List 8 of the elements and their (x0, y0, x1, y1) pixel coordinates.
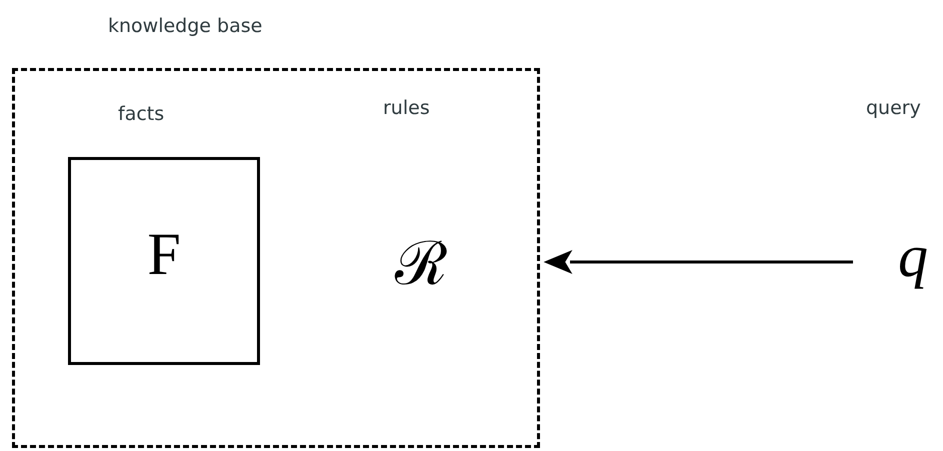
heading-label: rules (383, 97, 430, 119)
math-symbol: q (898, 222, 928, 291)
math-symbol: ℛ (395, 228, 447, 301)
heading-label: knowledge base (108, 15, 262, 37)
math-symbol: F (146, 220, 182, 289)
heading-label: query (866, 97, 921, 119)
heading-label: facts (118, 103, 164, 125)
arrow (544, 250, 853, 274)
